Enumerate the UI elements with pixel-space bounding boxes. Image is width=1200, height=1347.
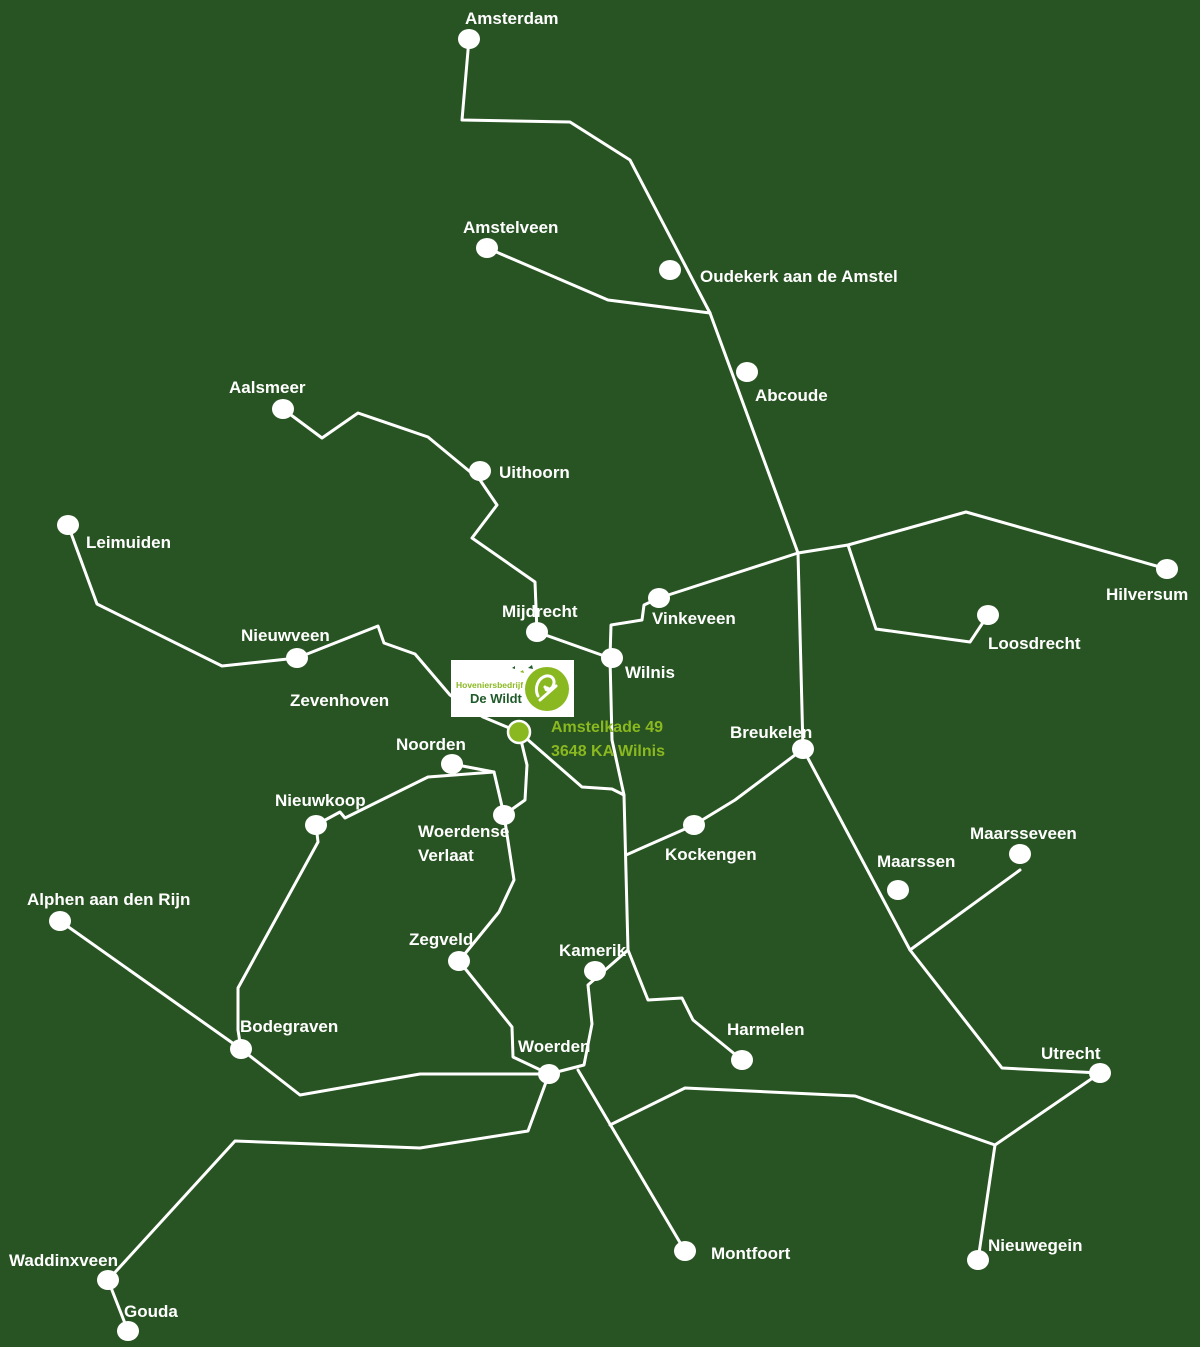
label-abcoude: Abcoude (755, 386, 828, 405)
leaf-hand-logo-icon (512, 665, 569, 711)
company-logo: Hoveniersbedrijf De Wildt (451, 660, 574, 717)
marker-amsterdam (458, 29, 480, 49)
label-hilversum: Hilversum (1106, 585, 1188, 604)
label-zegveld: Zegveld (409, 930, 473, 949)
label-harmelen: Harmelen (727, 1020, 804, 1039)
label-utrecht: Utrecht (1041, 1044, 1101, 1063)
label-amsterdam: Amsterdam (465, 9, 559, 28)
road-alphen (58, 919, 551, 1097)
marker-nieuwveen (286, 648, 308, 668)
label-maarsseveen: Maarsseveen (970, 824, 1077, 843)
marker-montfoort (674, 1241, 696, 1261)
marker-leimuiden (57, 515, 79, 535)
label-gouda: Gouda (124, 1302, 178, 1321)
road-woerdense-verlaat (457, 730, 551, 1076)
marker-nieuwkoop (305, 815, 327, 835)
road-wilnis-south (608, 596, 744, 1062)
address-city: 3648 KA Wilnis (551, 743, 665, 760)
label-amstelveen: Amstelveen (463, 218, 558, 237)
road-nieuwegein (976, 1143, 997, 1262)
label-wilnis: Wilnis (625, 663, 675, 682)
label-alphen: Alphen aan den Rijn (27, 890, 190, 909)
road-kockengen (624, 747, 805, 857)
label-nieuwkoop: Nieuwkoop (275, 791, 366, 810)
marker-wilnis (601, 648, 623, 668)
marker-amstelveen (476, 238, 498, 258)
home-location-marker (506, 719, 532, 745)
label-kockengen: Kockengen (665, 845, 757, 864)
label-breukelen: Breukelen (730, 723, 812, 742)
road-breukelen-utrecht (801, 747, 1102, 1075)
marker-bodegraven (230, 1039, 252, 1059)
marker-uithoorn (469, 461, 491, 481)
road-hilversum (796, 510, 1169, 571)
marker-maarsseveen (1009, 844, 1031, 864)
marker-kockengen (683, 815, 705, 835)
road-maarsseveen (908, 868, 1022, 952)
road-breukelen-north (796, 551, 805, 751)
label-oudekerk: Oudekerk aan de Amstel (700, 267, 898, 286)
marker-loosdrecht (977, 605, 999, 625)
label-woerdense: Woerdense (418, 822, 509, 841)
label-nieuwegein: Nieuwegein (988, 1236, 1082, 1255)
logo-line2: De Wildt (470, 691, 523, 706)
label-leimuiden: Leimuiden (86, 533, 171, 552)
marker-gouda (117, 1321, 139, 1341)
label-nieuwveen: Nieuwveen (241, 626, 330, 645)
label-kamerik: Kamerik (559, 941, 627, 960)
place-markers (49, 29, 1178, 1341)
label-loosdrecht: Loosdrecht (988, 634, 1081, 653)
address-street: Amstelkade 49 (551, 719, 663, 736)
label-maarssen: Maarssen (877, 852, 955, 871)
marker-woerdense-verlaat (493, 805, 515, 825)
marker-vinkeveen (648, 588, 670, 608)
road-utrecht-west (608, 1071, 1102, 1147)
label-woerden: Woerden (518, 1037, 590, 1056)
label-bodegraven: Bodegraven (240, 1017, 338, 1036)
road-wilnis-east (517, 730, 626, 797)
marker-alphen (49, 911, 71, 931)
place-labels: Amsterdam Amstelveen Oudekerk aan de Ams… (9, 9, 1188, 1321)
marker-noorden (441, 754, 463, 774)
marker-hilversum (1156, 559, 1178, 579)
label-vinkeveen: Vinkeveen (652, 609, 736, 628)
marker-oudekerk (659, 260, 681, 280)
marker-waddinxveen (97, 1270, 119, 1290)
marker-breukelen (792, 739, 814, 759)
road-vinkeveen (657, 551, 800, 600)
marker-utrecht (1089, 1063, 1111, 1083)
label-uithoorn: Uithoorn (499, 463, 570, 482)
road-bodegraven (236, 823, 320, 1051)
marker-kamerik (584, 961, 606, 981)
label-verlaat: Verlaat (418, 846, 474, 865)
marker-aalsmeer (272, 399, 294, 419)
marker-nieuwegein (967, 1250, 989, 1270)
road-mijdrecht-wilnis (535, 630, 612, 660)
label-waddinxveen: Waddinxveen (9, 1251, 118, 1270)
marker-abcoude (736, 362, 758, 382)
road-loosdrecht (846, 543, 990, 644)
label-noorden: Noorden (396, 735, 466, 754)
marker-woerden (538, 1064, 560, 1084)
label-montfoort: Montfoort (711, 1244, 791, 1263)
road-amstelveen (485, 246, 712, 315)
marker-harmelen (731, 1050, 753, 1070)
logo-line1: Hoveniersbedrijf (456, 680, 523, 690)
marker-zegveld (448, 951, 470, 971)
road-amsterdam (460, 37, 800, 555)
road-nieuwkoop (314, 770, 496, 827)
label-mijdrecht: Mijdrecht (502, 602, 578, 621)
marker-mijdrecht (526, 622, 548, 642)
label-zevenhoven: Zevenhoven (290, 691, 389, 710)
label-aalsmeer: Aalsmeer (229, 378, 306, 397)
road-montfoort (576, 1068, 687, 1253)
marker-maarssen (887, 880, 909, 900)
